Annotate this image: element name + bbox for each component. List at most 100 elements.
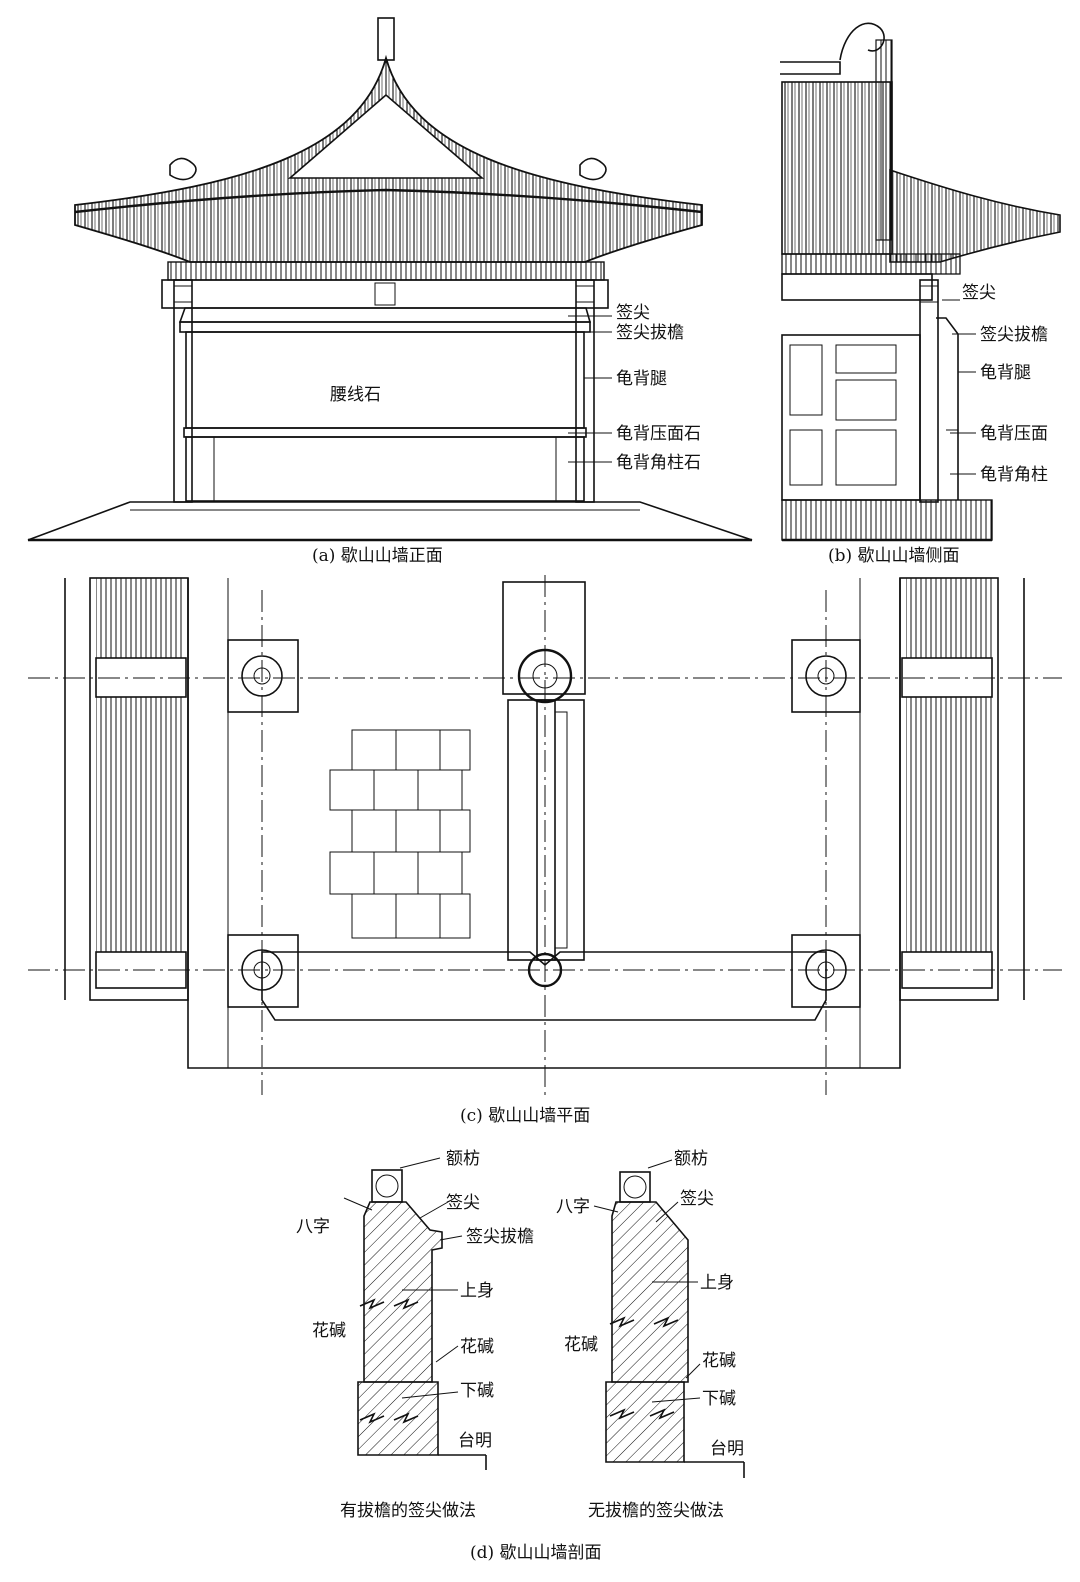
panel-a-front-elevation: 腰线石 签尖 签尖拔檐 龟背腿 龟背压面石 龟背角柱石 (a) 歇山山墙正面 [27,17,753,566]
leader-dr-1 [647,1159,673,1169]
left-tile-strip-1 [96,578,182,658]
label-a-4: 龟背角柱石 [616,453,701,473]
leader-dl-4 [439,1235,463,1241]
bracket-band [167,261,605,281]
door-panel-4 [835,429,897,486]
wall-label: 腰线石 [330,385,381,405]
panel-b-side-elevation: 签尖 签尖拔檐 龟背腿 龟背压面 龟背角柱 (b) 歇山山墙侧面 [780,22,1061,566]
left-upper-body [363,1201,443,1383]
cap-stone [183,427,587,438]
col-base-ne [791,639,861,713]
right-lower-body [605,1381,685,1463]
label-dl-6: 花碱 [460,1337,494,1357]
label-dl-2: 签尖 [446,1193,480,1213]
door-panel-5 [789,429,823,486]
side-column-cap [919,285,939,303]
door-panel-1 [789,344,823,416]
col-base-se [791,934,861,1008]
side-ridge [875,39,893,241]
left-beam-grain [375,1174,399,1198]
right-tile-strip-1 [906,578,992,658]
right-upper-body [611,1201,689,1383]
label-dr-5: 花碱 [702,1351,736,1371]
platform [27,501,753,541]
center-col-base [502,581,586,695]
panel-d-sections: 额枋 八字 签尖 签尖拔檐 上身 花碱 花碱 下碱 台明 有拔檐的签尖做法 额枋… [296,1149,745,1563]
left-ridge-beast [169,157,197,181]
leader-dl-1 [399,1157,441,1169]
column-nw-core [253,667,271,685]
side-platform [781,499,993,541]
caption-a: (a) 歇山山墙正面 [312,546,443,566]
leader-dl-6 [435,1345,459,1363]
right-tile-strip-2 [906,697,992,952]
ridge-finial [377,17,395,61]
column-center [517,648,573,704]
label-dr-7: 台明 [710,1439,744,1459]
beam-medallion [374,282,396,306]
label-dl-7: 下碱 [460,1381,494,1401]
left-break-1 [359,1298,419,1310]
label-dr-0: 额枋 [674,1149,708,1169]
qianjian-top [178,307,592,323]
caption-c: (c) 歇山山墙平面 [460,1106,590,1126]
label-dl-3: 签尖拔檐 [466,1227,534,1247]
brick-pattern [329,729,471,939]
architrave [161,279,609,309]
south-wall [261,951,827,1021]
label-dl-5: 花碱 [312,1321,346,1341]
col-base-sw [227,934,299,1008]
side-column [919,279,939,503]
leader-dr-2 [593,1205,619,1213]
leader-dl-2 [343,1197,373,1211]
partition-wall [507,699,585,961]
label-b-1: 签尖拔檐 [980,325,1048,345]
right-beam-grain [623,1175,647,1199]
door-panel-2 [835,344,897,374]
left-column-cap [173,285,193,303]
right-ridge-beast [579,157,607,181]
leader-dr-6 [651,1397,701,1403]
label-a-1: 签尖拔檐 [616,323,684,343]
right-column-cap [575,285,595,303]
partition-frame-c [554,711,568,949]
column-center-core [532,663,558,689]
label-dl-4: 上身 [460,1281,494,1301]
eave-line [74,188,703,214]
label-dr-4: 花碱 [564,1335,598,1355]
panel-c-plan: (c) 歇山山墙平面 [28,575,1062,1126]
label-dr-2: 签尖 [680,1189,714,1209]
gable-pediment [287,93,485,179]
leader-dl-7 [401,1391,459,1399]
left-break-2 [359,1412,419,1424]
label-dl-1: 八字 [296,1217,330,1237]
subcaption-right: 无拔檐的签尖做法 [588,1501,724,1521]
label-b-0: 签尖 [962,283,996,303]
partition-frame [781,334,921,501]
door-panel-3 [835,379,897,421]
label-dr-6: 下碱 [702,1389,736,1409]
label-dr-3: 上身 [700,1273,734,1293]
label-dr-1: 八字 [556,1197,590,1217]
col-base-nw [227,639,299,713]
label-b-4: 龟背角柱 [980,465,1048,485]
right-break-2 [609,1408,675,1420]
qianjian-eave [179,321,591,333]
leader-dr-3 [655,1201,679,1223]
column-ne-core [817,667,835,685]
caption-d: (d) 歇山山墙剖面 [470,1543,602,1563]
label-b-3: 龟背压面 [980,424,1048,444]
subcaption-left: 有拔檐的签尖做法 [340,1501,476,1521]
label-dl-8: 台明 [458,1431,492,1451]
caption-b: (b) 歇山山墙侧面 [828,546,960,566]
leader-dl-3 [419,1201,449,1219]
right-break-1 [609,1316,679,1328]
leader-dr-5 [685,1363,701,1379]
partition-core [536,699,556,961]
column-center-south [527,952,563,988]
upper-wall [185,331,585,429]
label-b-2: 龟背腿 [980,363,1031,383]
side-eave-tiles [889,168,1061,263]
column-nw [241,655,283,697]
